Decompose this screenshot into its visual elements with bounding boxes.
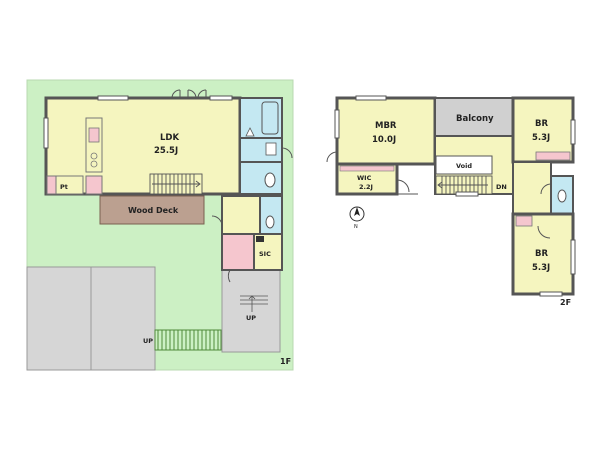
outdoor-steps — [154, 329, 222, 351]
br-lower-door — [537, 225, 551, 239]
floor1-plan: UP UP Pt — [26, 79, 294, 371]
room-genkan — [221, 233, 255, 271]
mbr-door — [326, 151, 338, 163]
mbr-size: 10.0J — [372, 135, 396, 145]
compass-north-label: N — [354, 224, 358, 230]
br-upper-closet — [535, 151, 571, 161]
parking-right — [90, 266, 156, 371]
room-mbr — [335, 96, 437, 166]
br-lower-label: BR — [535, 249, 548, 259]
stove-burner — [90, 152, 98, 160]
balcony-label: Balcony — [456, 114, 494, 124]
pantry-shelf — [85, 175, 103, 195]
sic-label: SIC — [259, 250, 271, 258]
bathtub — [261, 101, 279, 135]
hall-door — [211, 215, 223, 227]
ldk-label: LDK — [160, 133, 179, 143]
room-br-upper — [511, 96, 575, 164]
toilet-bowl-2 — [265, 215, 275, 229]
pantry-label: Pt — [60, 183, 68, 191]
br-lower-windows — [539, 239, 576, 297]
mbr-label: MBR — [375, 121, 397, 131]
br-upper-label: BR — [535, 119, 548, 129]
floor2-plan: MBR 10.0J WIC 2.2J Balcony Void — [326, 95, 576, 307]
wood-deck-label: Wood Deck — [128, 206, 179, 215]
toilet-bowl — [264, 172, 276, 188]
wood-deck — [99, 195, 205, 225]
entry-walkway — [221, 269, 281, 353]
mbr-windows — [334, 95, 387, 139]
toilet-door-2f — [540, 183, 552, 195]
wic-label: WIC — [357, 174, 372, 182]
floor1-label: 1F — [280, 357, 291, 366]
floor2-label: 2F — [560, 298, 571, 307]
void — [435, 155, 493, 175]
room-entry-hall — [221, 195, 261, 235]
void-label: Void — [456, 162, 472, 170]
wic-size: 2.2J — [359, 183, 373, 191]
parking-up-label: UP — [143, 337, 153, 345]
room-toilet — [239, 161, 283, 195]
staircase-2f — [435, 175, 493, 195]
ldk-windows — [43, 95, 233, 149]
entry-up-label: UP — [246, 314, 256, 322]
ldk-staircase — [149, 173, 203, 195]
entrance-door — [227, 269, 231, 283]
toilet-bowl-2f — [557, 189, 567, 203]
br-lower-size: 5.3J — [532, 263, 550, 273]
washroom-door — [281, 147, 293, 159]
br-upper-windows — [570, 119, 576, 145]
br-lower-closet — [515, 215, 533, 227]
wic-door — [396, 179, 410, 193]
br-upper-size: 5.3J — [532, 133, 550, 143]
stair-marker-icon — [245, 127, 255, 137]
corridor-2f — [512, 161, 552, 215]
pantry-inner — [55, 175, 84, 195]
sic-shelf — [256, 236, 264, 242]
entry-steps — [240, 295, 268, 312]
hall-windows — [455, 191, 479, 197]
stove-burner — [90, 160, 98, 168]
kitchen-counter — [85, 117, 103, 173]
washbasin — [265, 142, 277, 156]
kitchen-sink — [88, 127, 100, 143]
compass-icon: N — [349, 206, 365, 230]
ldk-size: 25.5J — [154, 146, 178, 156]
ldk-terrace-door — [171, 89, 207, 99]
parking-left — [26, 266, 92, 371]
stair-down-label: DN — [496, 183, 507, 191]
wic-shelf — [339, 165, 395, 172]
